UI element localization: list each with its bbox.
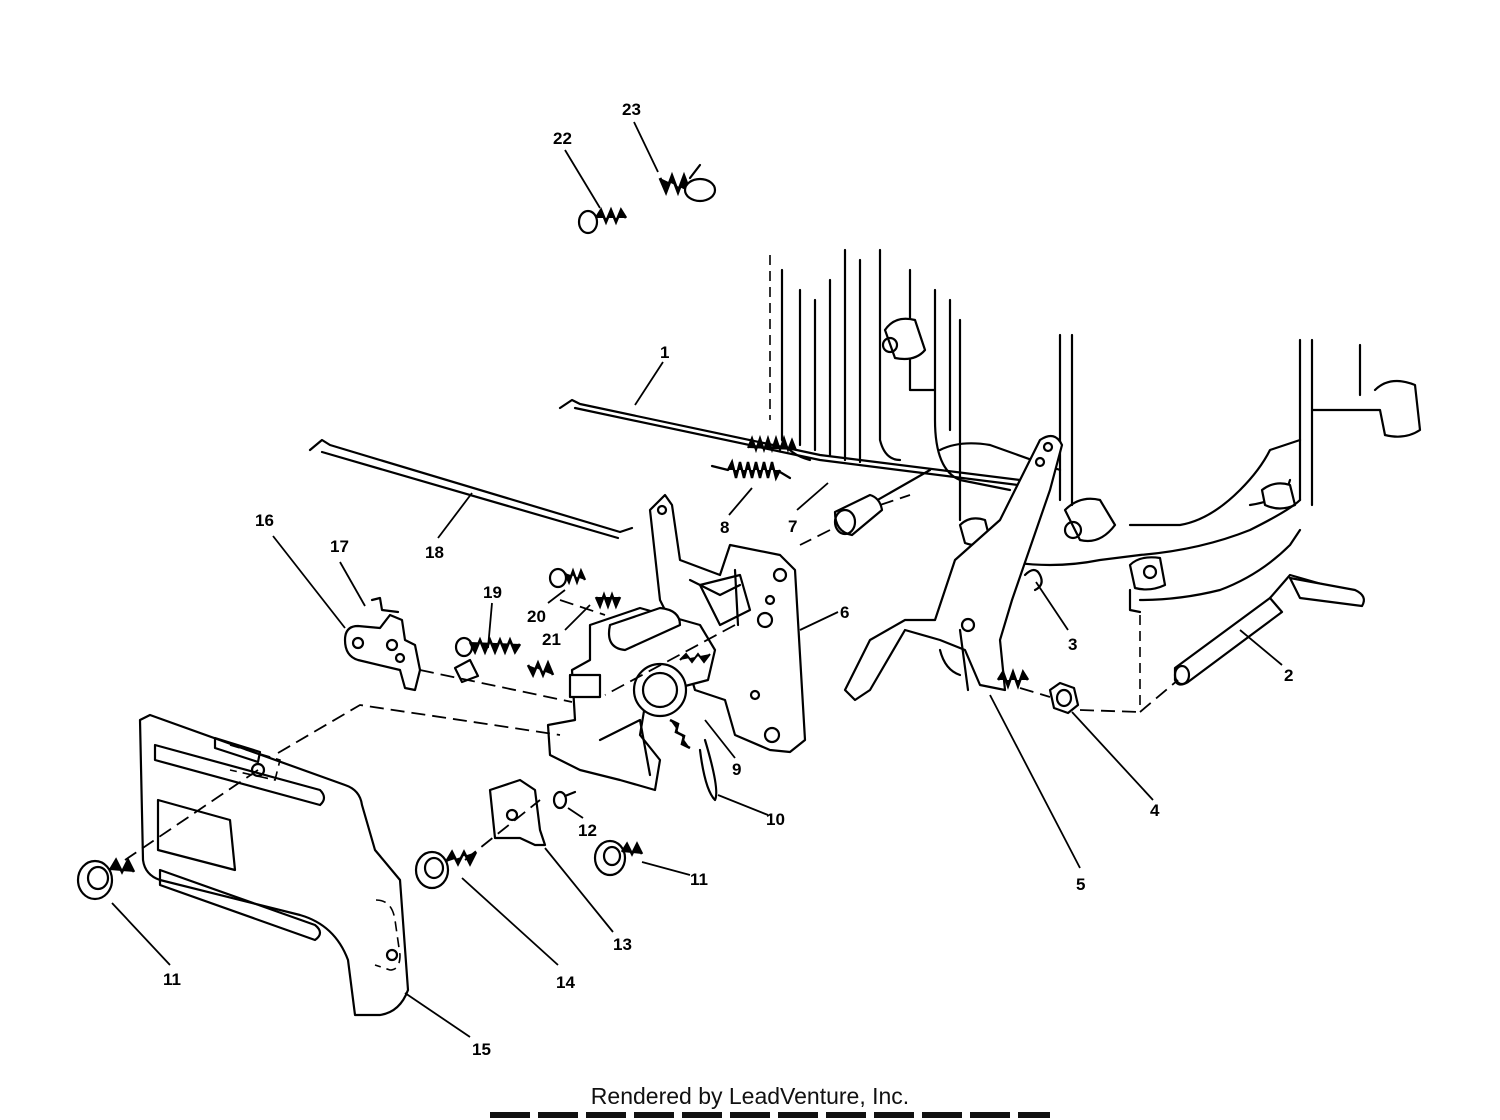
callout-11-left: 11 — [163, 970, 181, 989]
bushing-7 — [833, 493, 884, 537]
callout-17: 17 — [330, 537, 349, 556]
callout-21: 21 — [542, 630, 561, 649]
callout-18: 18 — [425, 543, 444, 562]
leader-lines — [111, 121, 1283, 1038]
part-11-bolt-right — [593, 839, 644, 877]
part-13-clip — [488, 778, 547, 847]
part-4-nut — [1048, 681, 1080, 715]
callout-12: 12 — [578, 821, 597, 840]
part-5-governor-arm — [843, 434, 1064, 702]
part-19-spring — [454, 636, 522, 658]
callout-14: 14 — [556, 973, 575, 992]
callout-2: 2 — [1284, 666, 1293, 685]
part-14-bolt — [414, 849, 478, 890]
callout-labels: 1 2 3 4 5 6 7 8 9 10 11 11 12 13 14 15 1… — [163, 100, 1293, 1059]
callout-1: 1 — [660, 343, 669, 362]
callout-16: 16 — [255, 511, 274, 530]
callout-20: 20 — [527, 607, 546, 626]
part-20-screw — [548, 567, 587, 589]
callout-23: 23 — [622, 100, 641, 119]
part-15-cover-plate — [138, 713, 410, 1017]
callout-11-right: 11 — [690, 870, 708, 889]
callout-8: 8 — [720, 518, 729, 537]
part-8-spring — [710, 458, 792, 482]
part-16-bracket — [343, 596, 480, 692]
callout-9: 9 — [732, 760, 741, 779]
callout-15: 15 — [472, 1040, 491, 1059]
part-12-screw — [552, 790, 577, 810]
part-22-screw — [577, 206, 628, 235]
part-2-shaft — [1173, 573, 1365, 686]
footer-rule — [490, 1112, 1050, 1118]
part-11-bolt-left — [76, 857, 136, 901]
part-21-spring — [526, 591, 622, 679]
part-1-rod — [558, 398, 1034, 487]
callout-3: 3 — [1068, 635, 1077, 654]
part-18-rod — [308, 438, 634, 540]
callout-7: 7 — [788, 517, 797, 536]
callout-6: 6 — [840, 603, 849, 622]
callout-10: 10 — [766, 810, 785, 829]
alignment-lines — [124, 494, 1179, 861]
part-23-clamp — [658, 163, 717, 203]
footer-credit: Rendered by LeadVenture, Inc. — [590, 1083, 910, 1109]
engine-block — [769, 248, 1422, 710]
callout-19: 19 — [483, 583, 502, 602]
callout-5: 5 — [1076, 875, 1085, 894]
callout-13: 13 — [613, 935, 632, 954]
callout-4: 4 — [1150, 801, 1160, 820]
control-lever-assembly — [546, 573, 752, 802]
callout-22: 22 — [553, 129, 572, 148]
